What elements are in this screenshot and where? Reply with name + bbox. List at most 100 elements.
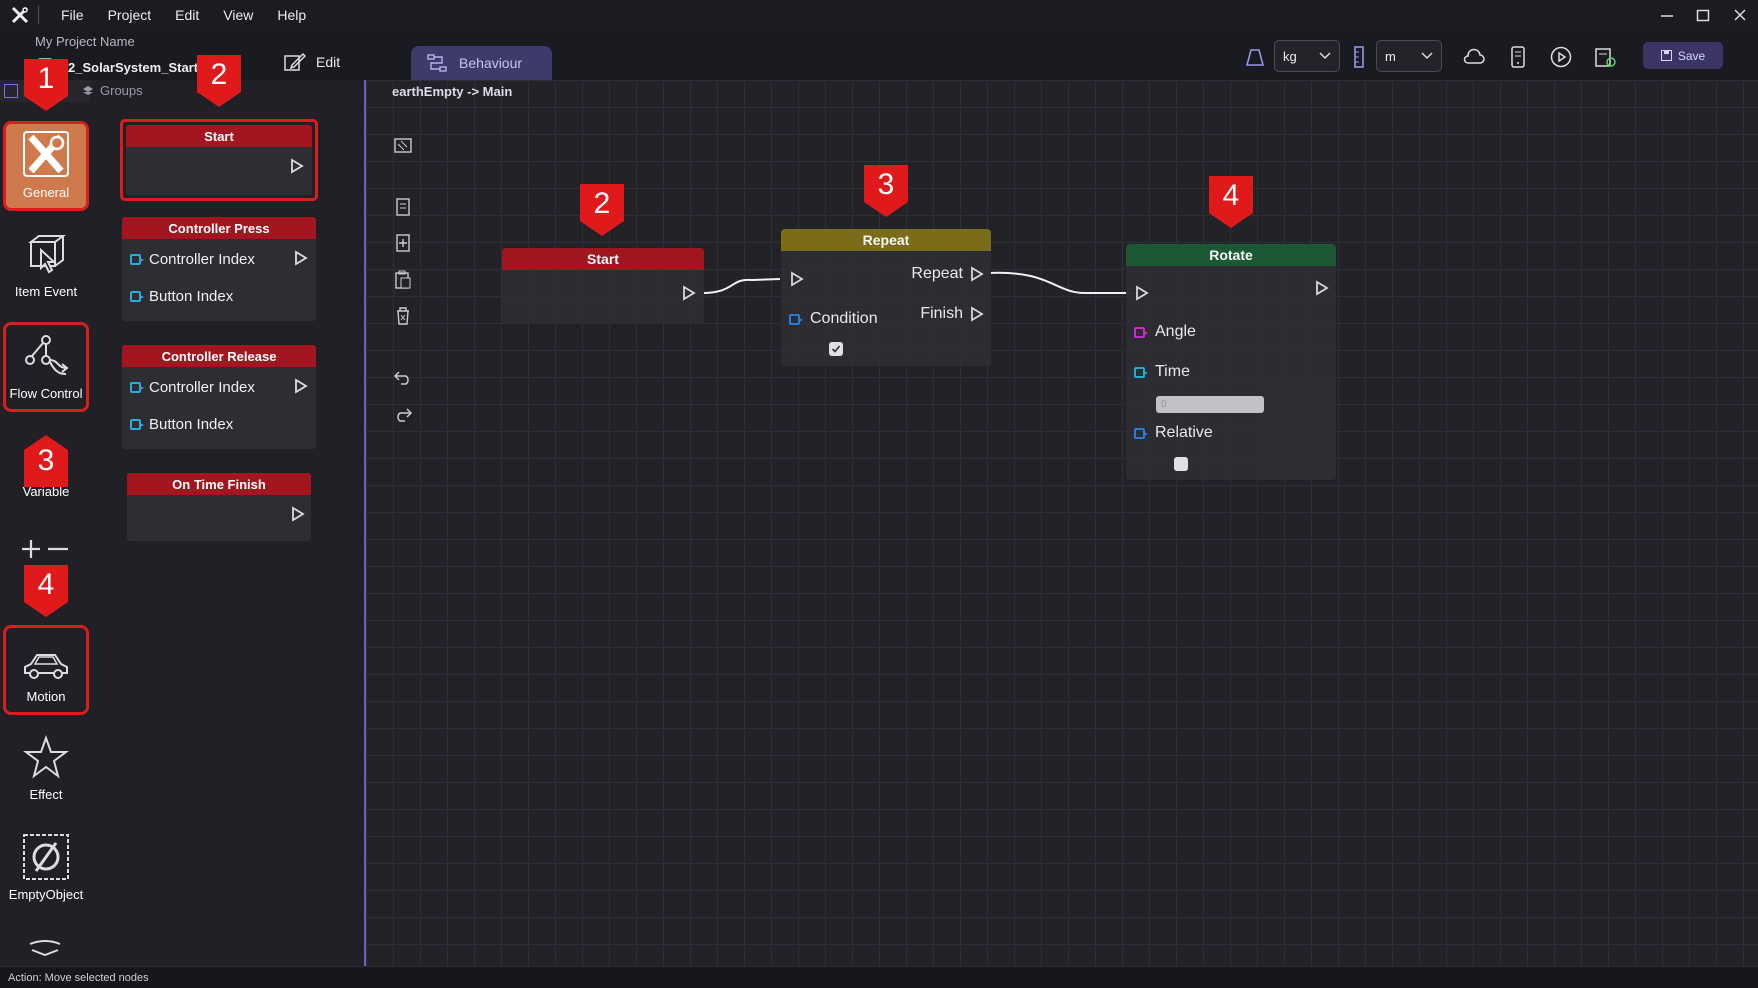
menu-help[interactable]: Help (277, 7, 307, 23)
general-icon (23, 131, 69, 177)
maximize-icon (1696, 9, 1710, 22)
exec-out-icon[interactable] (682, 285, 696, 301)
undo-button[interactable] (392, 366, 414, 388)
minimize-icon (1661, 15, 1673, 17)
palette-node-start[interactable]: Start (126, 125, 312, 195)
input-pin-icon[interactable] (130, 382, 144, 393)
menu-bar: File Project Edit View Help (0, 0, 1758, 30)
device-preview-button[interactable] (1505, 44, 1531, 70)
close-button[interactable] (1725, 4, 1755, 26)
save-button[interactable]: Save (1643, 42, 1723, 69)
input-pin-icon[interactable] (1134, 326, 1148, 338)
exec-out-icon[interactable] (1315, 280, 1329, 296)
cloud-icon (1463, 48, 1485, 64)
category-label: General (22, 185, 70, 200)
marker-number: 1 (37, 62, 55, 95)
panel-divider[interactable] (364, 80, 366, 966)
category-sidebar (0, 80, 91, 966)
category-general[interactable]: General (3, 121, 89, 211)
car-icon (24, 654, 68, 679)
project-name: My Project Name (35, 34, 135, 49)
scroll-down-icon[interactable] (28, 940, 62, 961)
cube-cursor-icon (28, 235, 66, 274)
tab-behaviour[interactable]: Behaviour (411, 46, 552, 80)
edit-label: Edit (316, 54, 341, 70)
input-pin-icon[interactable] (130, 419, 144, 430)
play-button[interactable] (1548, 44, 1574, 70)
library-icon[interactable] (4, 84, 18, 98)
exec-out-icon[interactable] (290, 158, 304, 174)
math-icon[interactable] (20, 538, 70, 565)
play-icon (1550, 46, 1572, 68)
input-controller-index: Controller Index (130, 379, 255, 396)
menu-file[interactable]: File (61, 7, 84, 23)
exec-out-icon[interactable] (291, 506, 305, 522)
category-label: Flow Control (9, 386, 83, 401)
relative-checkbox[interactable] (1174, 457, 1188, 471)
input-label: Relative (1155, 424, 1213, 441)
exec-out-icon[interactable] (294, 250, 308, 266)
input-label: Controller Index (149, 379, 255, 396)
minimize-button[interactable] (1652, 4, 1682, 26)
category-empty-object[interactable]: EmptyObject (3, 820, 89, 910)
category-label: Effect (29, 787, 63, 802)
exec-in-icon[interactable] (790, 271, 804, 287)
menu-project[interactable]: Project (107, 7, 152, 23)
palette-node-controller-release[interactable]: Controller Release Controller Index Butt… (122, 345, 316, 449)
graph-node-start[interactable]: Start (502, 248, 704, 324)
exec-out-icon[interactable] (970, 306, 984, 322)
breadcrumb: earthEmpty -> Main (392, 84, 513, 99)
condition-checkbox[interactable] (829, 342, 843, 356)
marker-number: 4 (37, 568, 55, 601)
paste-button[interactable] (392, 269, 414, 291)
exec-in-icon[interactable] (1135, 285, 1149, 301)
annotation-marker-canvas-4: 4 (1208, 175, 1254, 229)
input-pin-icon[interactable] (130, 291, 144, 302)
maximize-button[interactable] (1688, 4, 1718, 26)
input-pin-icon[interactable] (1134, 366, 1148, 378)
category-variable[interactable]: Variable (3, 417, 89, 507)
graph-node-rotate[interactable]: Rotate Angle Time 0 Relative (1126, 244, 1336, 480)
palette-node-on-time-finish[interactable]: On Time Finish (127, 473, 311, 541)
exec-out-icon[interactable] (970, 266, 984, 282)
time-field[interactable]: 0 (1156, 396, 1264, 413)
marker-number: 2 (593, 187, 611, 220)
mass-unit-select[interactable]: kg (1274, 40, 1340, 72)
edit-button[interactable]: Edit (284, 52, 340, 72)
cloud-sync-button[interactable] (1461, 44, 1487, 70)
length-unit-select[interactable]: m (1376, 40, 1442, 72)
annotation-marker-canvas-3: 3 (863, 164, 909, 218)
duplicate-button[interactable] (392, 232, 414, 254)
clear-canvas-button[interactable] (392, 134, 414, 156)
groups-header[interactable]: Groups (82, 83, 143, 98)
category-item-event[interactable]: Item Event (3, 217, 89, 307)
menu-view[interactable]: View (223, 7, 254, 23)
graph-node-repeat[interactable]: Repeat Repeat Condition Finish (781, 229, 991, 366)
node-title: Controller Release (122, 345, 316, 367)
input-pin-icon[interactable] (1134, 427, 1148, 439)
groups-icon (83, 85, 93, 95)
input-pin-icon[interactable] (789, 313, 803, 325)
publish-button[interactable] (1592, 44, 1618, 70)
palette-node-controller-press[interactable]: Controller Press Controller Index Button… (122, 217, 316, 321)
input-button-index: Button Index (130, 288, 233, 305)
category-label: EmptyObject (8, 887, 84, 902)
redo-button[interactable] (392, 403, 414, 425)
eraser-icon (394, 138, 412, 153)
node-title: Rotate (1126, 244, 1336, 266)
menu-edit[interactable]: Edit (175, 7, 200, 23)
delete-button[interactable] (392, 305, 414, 327)
edit-icon (284, 52, 306, 71)
node-title: On Time Finish (127, 473, 311, 495)
category-motion[interactable]: Motion (3, 625, 89, 715)
category-flow-control[interactable]: Flow Control (3, 322, 89, 412)
category-effect[interactable]: Effect (3, 720, 89, 810)
copy-button[interactable] (392, 196, 414, 218)
phone-icon (1511, 46, 1525, 68)
input-pin-icon[interactable] (130, 254, 144, 265)
mass-unit-value: kg (1283, 48, 1297, 64)
exec-out-icon[interactable] (294, 378, 308, 394)
paste-icon (395, 270, 411, 289)
